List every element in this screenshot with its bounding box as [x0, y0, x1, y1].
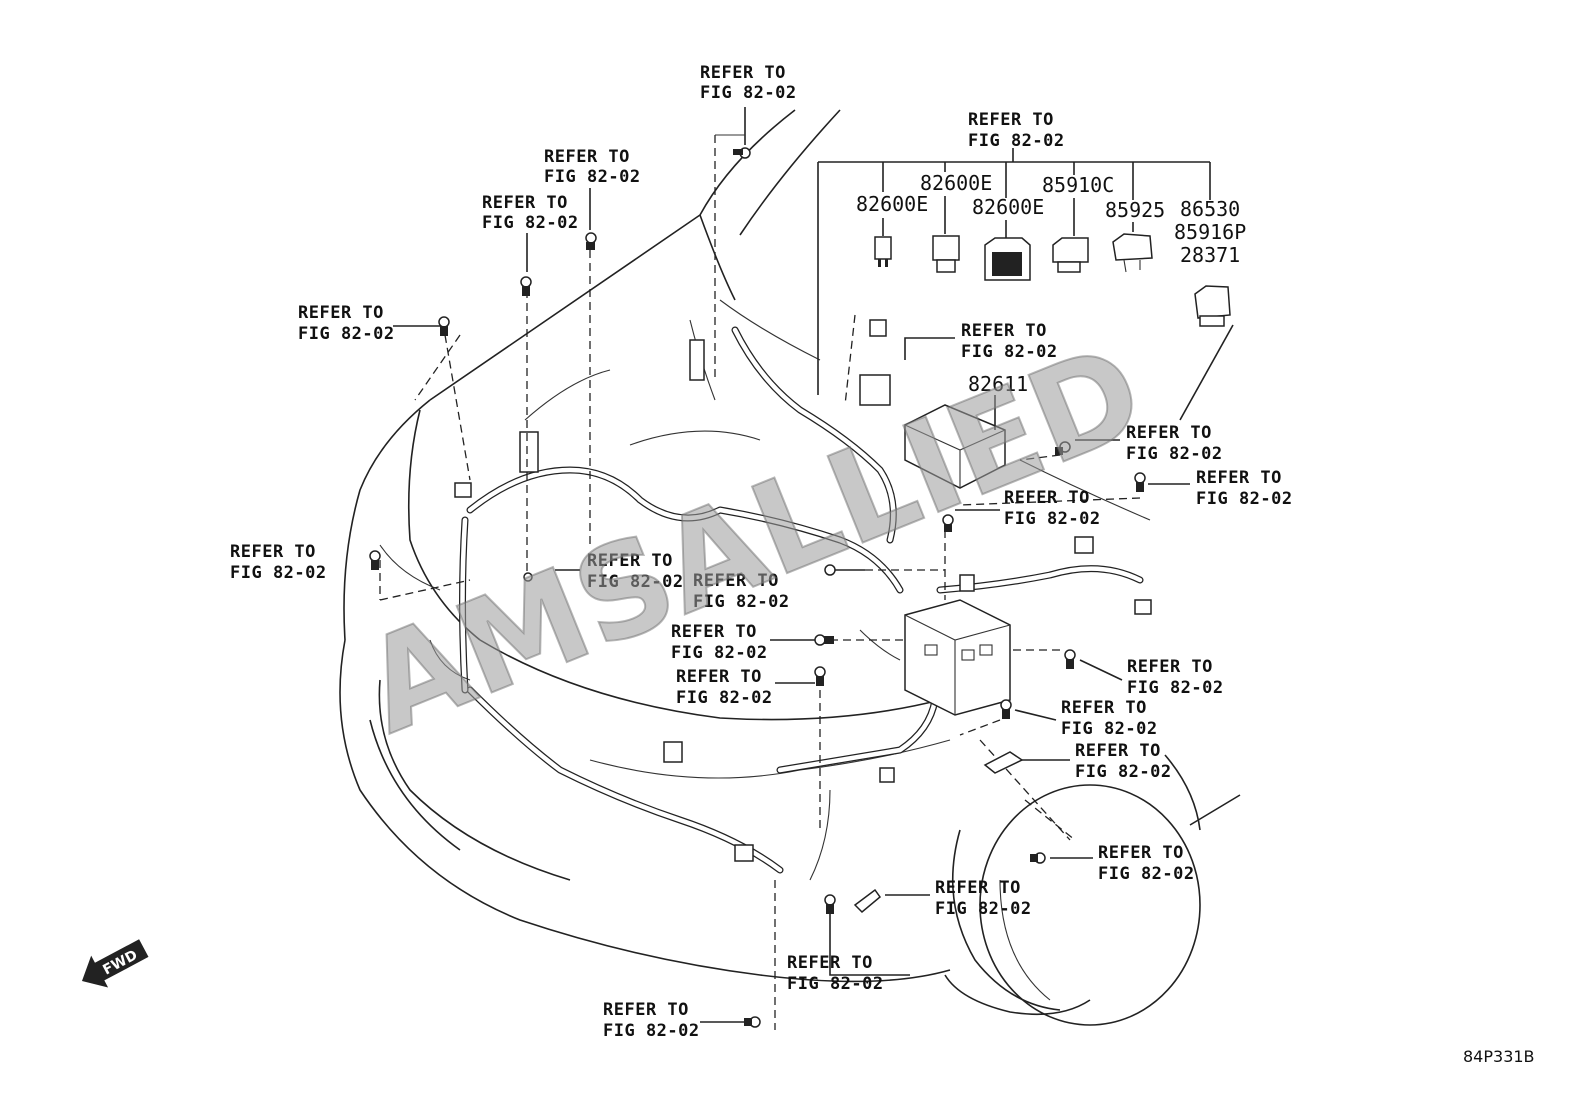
wire-harness — [429, 319, 1152, 881]
refer-callout: REFER TO — [1098, 843, 1184, 863]
refer-callout: REFER TO — [1075, 741, 1161, 761]
refer-callout: REFER TO — [587, 551, 673, 571]
refer-callout: FIG 82-02 — [544, 167, 641, 187]
refer-callout: REFER TO — [1061, 698, 1147, 718]
refer-callout: REFER TO — [671, 622, 757, 642]
part-number-fuse-small: 82600E — [856, 192, 928, 216]
relay-junction-block — [904, 599, 1011, 716]
refer-callout: REFER TO — [935, 878, 1021, 898]
refer-callout: REFER TO — [230, 542, 316, 562]
forward-arrow-icon: FWD — [81, 939, 149, 988]
refer-callout: REFER TO — [1004, 488, 1090, 508]
part-number-fuse-large: 82600E — [972, 195, 1044, 219]
figure-code: 84P331B — [1463, 1047, 1535, 1066]
refer-callout: FIG 82-02 — [935, 899, 1032, 919]
refer-callout: FIG 82-02 — [603, 1021, 700, 1041]
bolt-icon — [369, 147, 1146, 1028]
refer-callout: REFER TO — [298, 303, 384, 323]
relay-b-icon — [1112, 233, 1153, 273]
refer-callout: FIG 82-02 — [1098, 864, 1195, 884]
refer-callout: FIG 82-02 — [1126, 444, 1223, 464]
refer-callout: FIG 82-02 — [298, 324, 395, 344]
junction-block-cover — [904, 404, 1006, 489]
refer-callout: FIG 82-02 — [1127, 678, 1224, 698]
fuse-small-icon — [874, 236, 892, 267]
refer-callout: REFER TO — [961, 321, 1047, 341]
refer-callout: FIG 82-02 — [787, 974, 884, 994]
clip-icon — [853, 751, 1024, 914]
part-number-fuse-medium: 82600E — [920, 171, 992, 195]
relay-a-icon — [1052, 237, 1089, 273]
refer-callout: REFER TO — [968, 110, 1054, 130]
leader-lines — [379, 107, 1234, 1030]
part-number-relay-c-1: 86530 — [1180, 197, 1240, 221]
refer-callout: FIG 82-02 — [676, 688, 773, 708]
refer-callout: FIG 82-02 — [482, 213, 579, 233]
refer-callout: REFER TO — [676, 667, 762, 687]
refer-callout: REFER TO — [1196, 468, 1282, 488]
refer-callout: REFER TO — [544, 147, 630, 167]
refer-callout: FIG 82-02 — [968, 131, 1065, 151]
refer-callout: FIG 82-02 — [671, 643, 768, 663]
refer-callout: FIG 82-02 — [1061, 719, 1158, 739]
refer-callout: FIG 82-02 — [1004, 509, 1101, 529]
part-number-relay-c-2: 85916P — [1174, 220, 1246, 244]
part-number-labels: 82600E 82600E 82600E 85910C 85925 86530 … — [856, 171, 1246, 396]
refer-callout: FIG 82-02 — [961, 342, 1058, 362]
refer-callout: FIG 82-02 — [587, 572, 684, 592]
refer-callout: REFER TO — [693, 571, 779, 591]
refer-callout: FIG 82-02 — [1075, 762, 1172, 782]
part-number-relay-b: 85925 — [1105, 198, 1165, 222]
refer-callout: REFER TO — [787, 953, 873, 973]
refer-callout: REFER TO — [1127, 657, 1213, 677]
fuse-large-icon — [984, 237, 1031, 281]
vehicle-body-outline — [339, 109, 1241, 1026]
refer-callout: REFER TO — [603, 1000, 689, 1020]
relay-group-leaders — [817, 148, 1211, 395]
refer-callout: REFER TO — [1126, 423, 1212, 443]
refer-callout: FIG 82-02 — [700, 83, 797, 103]
refer-callout: FIG 82-02 — [693, 592, 790, 612]
part-number-junction-cover: 82611 — [968, 372, 1028, 396]
refer-callout: REFER TO — [482, 193, 568, 213]
refer-callout: REFER TO — [700, 63, 786, 83]
part-number-relay-a: 85910C — [1042, 173, 1114, 197]
refer-callout: FIG 82-02 — [230, 563, 327, 583]
refer-callouts: REFER TO FIG 82-02 REFER TO FIG 82-02 RE… — [230, 63, 1293, 1041]
fuse-medium-icon — [932, 235, 960, 273]
part-number-relay-c-3: 28371 — [1180, 243, 1240, 267]
refer-callout: FIG 82-02 — [1196, 489, 1293, 509]
relay-c-icon — [1194, 285, 1231, 327]
